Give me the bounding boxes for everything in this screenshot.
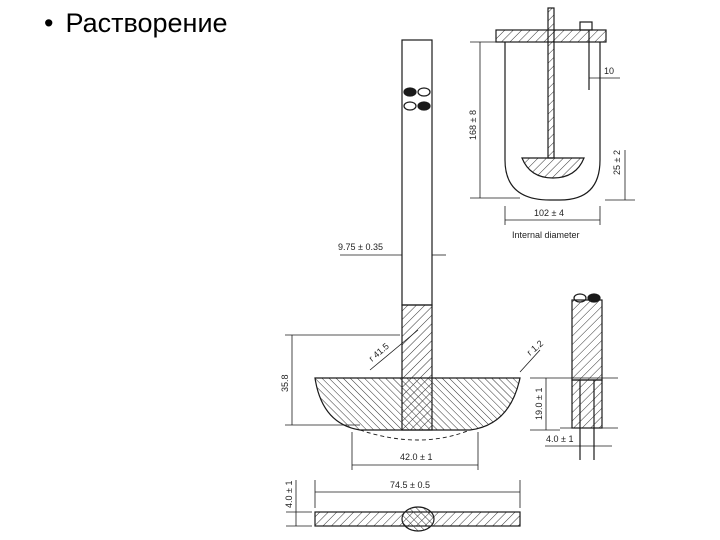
paddle-diagram	[285, 39, 560, 470]
side-detail-diagram	[545, 293, 618, 460]
title-text: Растворение	[65, 8, 228, 38]
blade-length-label: 74.5 ± 0.5	[390, 480, 430, 490]
shaft-marking-2	[417, 87, 431, 97]
shaft-marking-1	[403, 87, 417, 97]
vessel-diameter-caption: Internal diameter	[512, 230, 580, 240]
bullet-icon: •	[44, 8, 54, 38]
blade-plan-diagram	[286, 480, 521, 532]
blade-thickness-label: 4.0 ± 1	[284, 481, 294, 508]
blade-plan-hub	[401, 506, 435, 532]
paddle-radius-label: r 41.5	[367, 341, 391, 363]
paddle-tip-radius-label: r 1.2	[525, 338, 545, 357]
paddle-blade-height-label: 35.8	[280, 374, 290, 392]
paddle-shaft-top	[401, 39, 433, 306]
vessel-lid-knob	[579, 21, 593, 31]
vessel-diagram	[470, 7, 635, 225]
paddle-blade-bottom-width-label: 42.0 ± 1	[400, 452, 432, 462]
slide-title: • Растворение	[44, 8, 228, 39]
paddle-blade-edge-label: 19.0 ± 1	[534, 388, 544, 420]
vessel-clearance-label: 25 ± 2	[612, 150, 622, 175]
shaft-diameter-label: 9.75 ± 0.35	[338, 242, 383, 252]
vessel-gap-label: 10	[604, 66, 614, 76]
shaft-marking-3	[403, 101, 417, 111]
shaft-marking-4	[417, 101, 431, 111]
vessel-wall	[504, 42, 601, 201]
vessel-height-label: 168 ± 8	[468, 110, 478, 140]
paddle-blade	[314, 377, 521, 431]
vessel-shaft	[547, 7, 555, 159]
vessel-blade	[521, 157, 585, 179]
side-detail-label: 4.0 ± 1	[546, 434, 573, 444]
side-detail-shaft	[571, 299, 603, 381]
vessel-diameter-label: 102 ± 4	[534, 208, 564, 218]
